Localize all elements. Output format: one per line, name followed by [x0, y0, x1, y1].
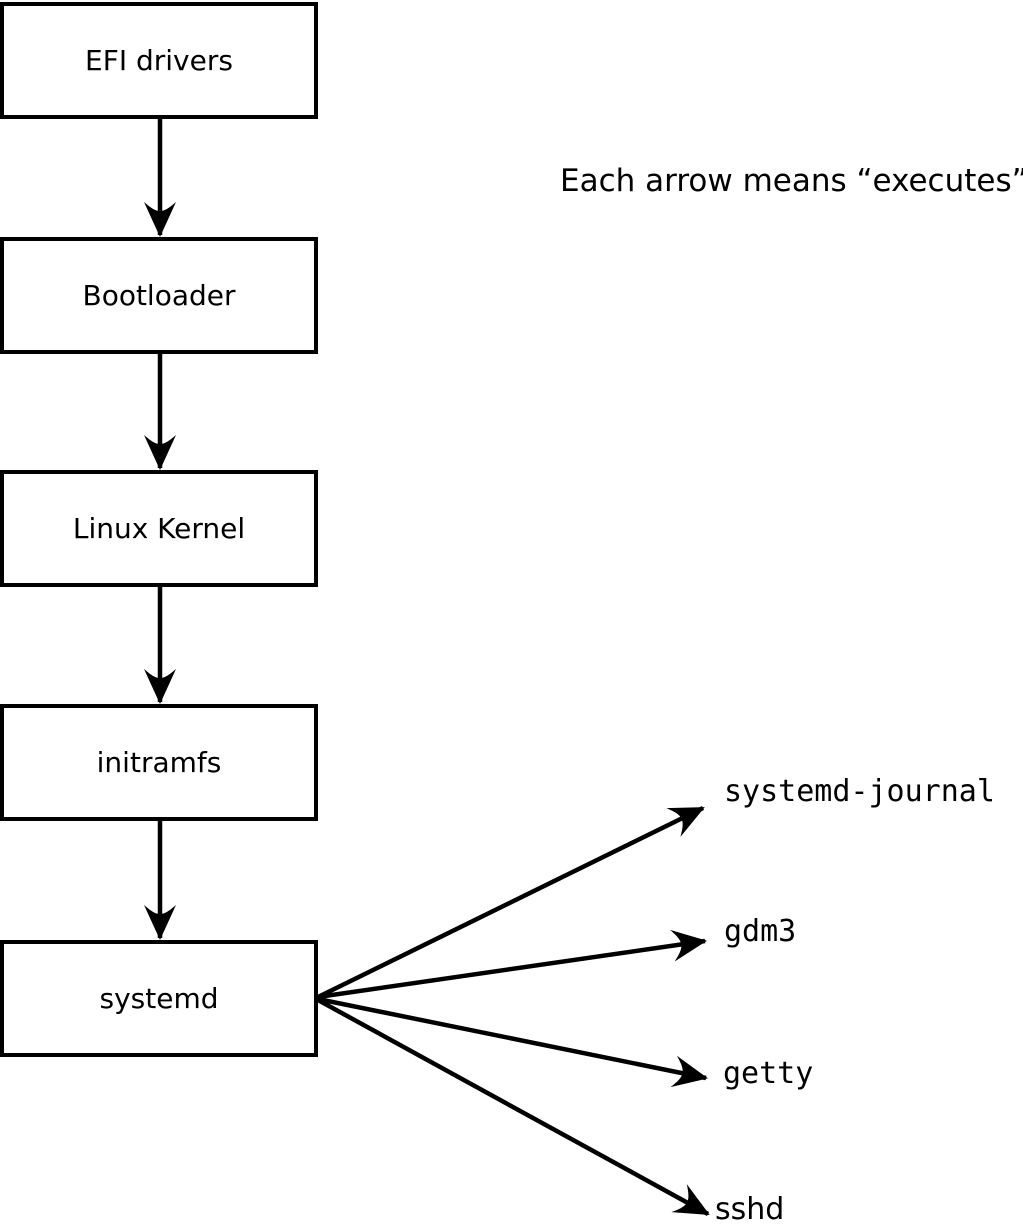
arrow-systemd-to-sshd [316, 998, 710, 1216]
box-linux-kernel-label: Linux Kernel [72, 511, 246, 545]
box-systemd: systemd [0, 940, 318, 1057]
box-bootloader: Bootloader [0, 237, 318, 354]
box-systemd-label: systemd [99, 981, 219, 1015]
box-efi-drivers: EFI drivers [0, 2, 318, 119]
box-initramfs-label: initramfs [96, 745, 222, 779]
arrow-systemd-to-getty [317, 996, 708, 1088]
arrow-systemd-to-gdm3 [317, 929, 707, 1000]
box-bootloader-label: Bootloader [82, 278, 236, 312]
label-getty: getty [723, 1056, 814, 1091]
box-linux-kernel: Linux Kernel [0, 470, 318, 587]
label-systemd-journal: systemd-journal [724, 774, 995, 809]
label-gdm3: gdm3 [724, 914, 797, 949]
arrow-systemd-to-systemd-journal [317, 805, 705, 1000]
box-efi-drivers-label: EFI drivers [85, 43, 233, 77]
box-initramfs: initramfs [0, 704, 318, 821]
arrow-meaning-note: Each arrow means “executes”. [560, 163, 1023, 199]
label-sshd: sshd [715, 1192, 785, 1227]
